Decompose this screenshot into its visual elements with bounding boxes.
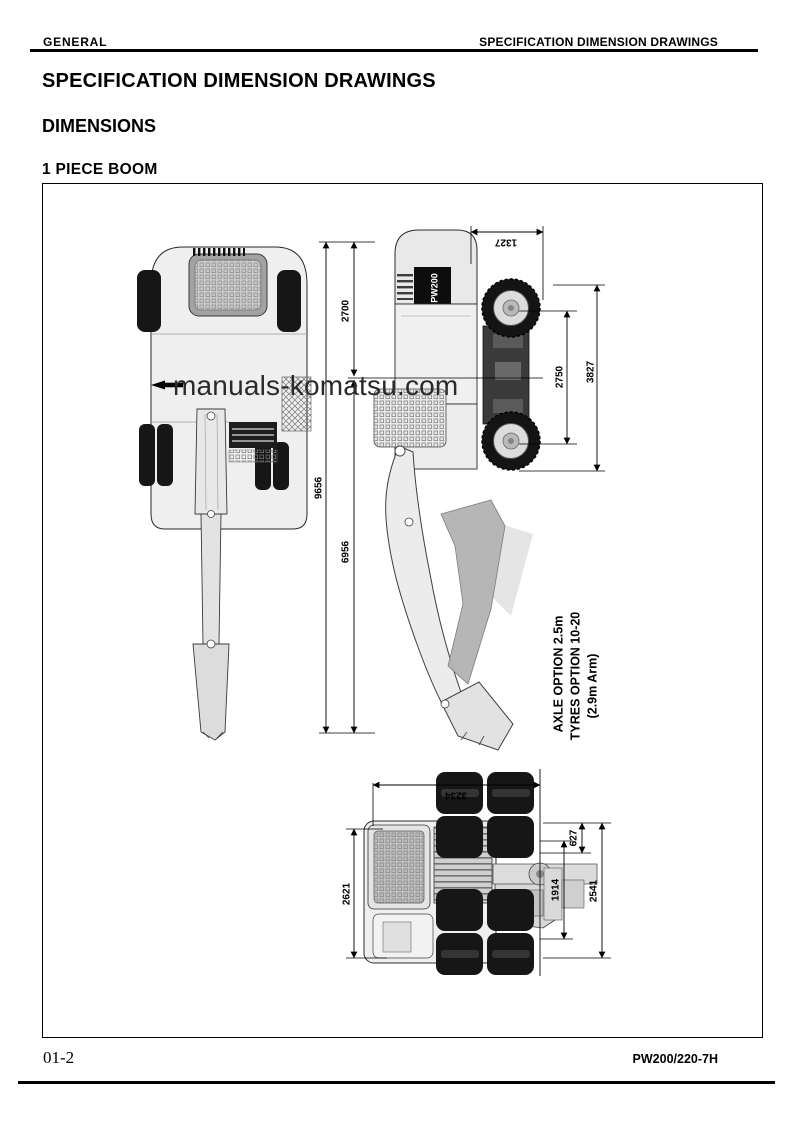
side-view-boom (385, 445, 533, 751)
section-title-dimensions: DIMENSIONS (42, 116, 157, 136)
engine-deck-hatch (281, 376, 312, 432)
front-view-tyres (137, 270, 301, 490)
top-view-dimensions: 3234 2621 627 1914 2541 (342, 781, 611, 959)
dim-top-overall-width: 2541 (589, 879, 600, 902)
dimension-drawing: PW200 (137, 226, 611, 976)
dim-side-wheelbase: 2750 (555, 365, 566, 388)
option-notes: AXLE OPTION 2.5m TYRES OPTION 10-20 (2.9… (551, 612, 599, 741)
dim-front-overall: 9656 (314, 476, 325, 499)
front-view-drawing (137, 246, 312, 741)
dim-top-tread: 1914 (551, 878, 562, 901)
watermark-text: manuals-komatsu.com (173, 370, 459, 401)
dim-front-lower: 6956 (341, 540, 352, 563)
note-arm: (2.9m Arm) (585, 654, 599, 719)
dim-top-width: 2621 (342, 882, 353, 905)
drawing-frame: manuals-komatsu.com (42, 183, 763, 1038)
side-view-wheel-rear (481, 411, 541, 471)
cab-window-mesh (374, 389, 446, 447)
header-rule (30, 49, 758, 52)
counterweight-vents (397, 272, 413, 300)
side-view-wheel-front (481, 278, 541, 338)
dim-front-upper: 2700 (341, 299, 352, 322)
header-left-label: GENERAL (43, 35, 108, 49)
footer-rule (18, 1081, 775, 1084)
note-tyres-option: TYRES OPTION 10-20 (568, 612, 582, 741)
note-axle-option: AXLE OPTION 2.5m (551, 616, 565, 733)
top-view-drawing (363, 769, 598, 976)
side-view-drawing: PW200 (373, 229, 541, 751)
side-view-dimensions: 1327 2750 3827 (470, 226, 605, 472)
front-view-dimensions: 9656 2700 6956 (151, 241, 543, 734)
subsection-title-1-piece-boom: 1 PIECE BOOM (42, 161, 158, 178)
logo-text: PW200 (429, 273, 439, 303)
page-number: 01-2 (43, 1048, 75, 1067)
dim-top-length: 3234 (444, 789, 467, 800)
dim-top-tyre-offset: 627 (569, 829, 580, 846)
front-view-boom (192, 408, 230, 741)
page-title: SPECIFICATION DIMENSION DRAWINGS (42, 70, 436, 92)
model-code: PW200/220-7H (632, 1052, 718, 1066)
dim-side-length: 3827 (586, 360, 597, 383)
logo-decal (414, 267, 451, 309)
header-right-label: SPECIFICATION DIMENSION DRAWINGS (479, 35, 718, 49)
vent-grille (193, 248, 245, 256)
dim-side-rear-overhang: 1327 (494, 236, 517, 247)
